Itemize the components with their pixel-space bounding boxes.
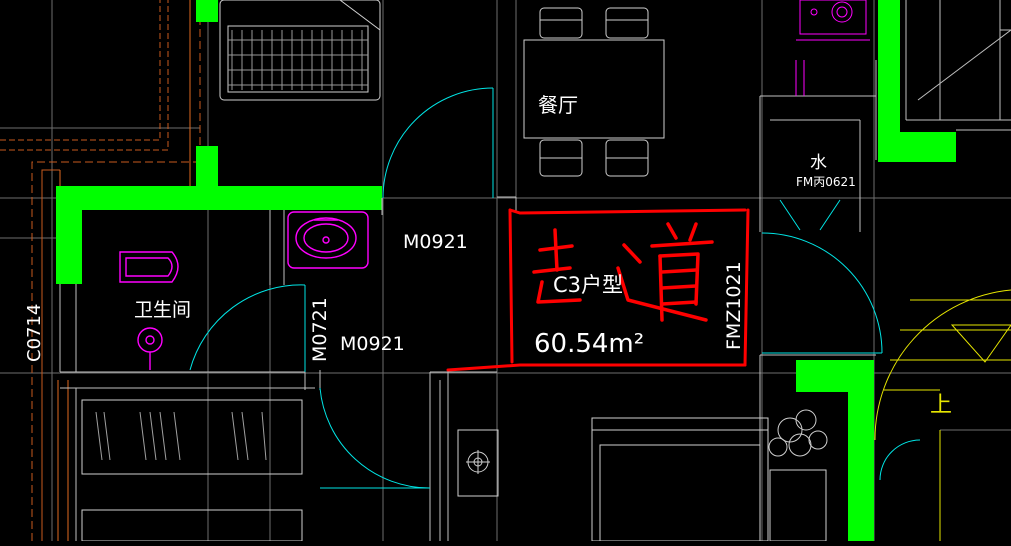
dining-table: [523, 7, 665, 177]
window-label-c0714: C0714: [24, 304, 45, 362]
stair-up-marker: 上: [930, 393, 952, 418]
wardrobe: [81, 399, 303, 542]
water-label: 水: [810, 153, 827, 173]
door-arcs: [189, 87, 921, 489]
door-label-m0921-top: M0921: [403, 231, 468, 253]
bathroom-fixtures: [119, 211, 369, 370]
dining-room-label: 餐厅: [538, 93, 578, 117]
door-label-m0721: M0721: [309, 297, 331, 362]
bed: [457, 417, 827, 542]
bathroom-label: 卫生间: [134, 299, 191, 321]
stairs-right-cyan: [917, 0, 1011, 120]
sofa: [219, 0, 381, 101]
stove: [795, 0, 870, 96]
stairs: [874, 289, 1011, 541]
door-label-fm-top: FM丙0621: [796, 175, 856, 189]
unit-area-label: 60.54m²: [534, 329, 644, 359]
walls: [56, 0, 956, 541]
door-label-m0921-bottom: M0921: [340, 333, 405, 355]
door-label-fmz1021: FMZ1021: [723, 261, 745, 350]
markup-box[interactable]: [446, 208, 750, 372]
plant-decor: [768, 409, 828, 457]
axis-lines-orange: [0, 0, 201, 541]
unit-type-label: C3户型: [553, 273, 623, 297]
handwritten-text-strokes: [532, 222, 714, 322]
